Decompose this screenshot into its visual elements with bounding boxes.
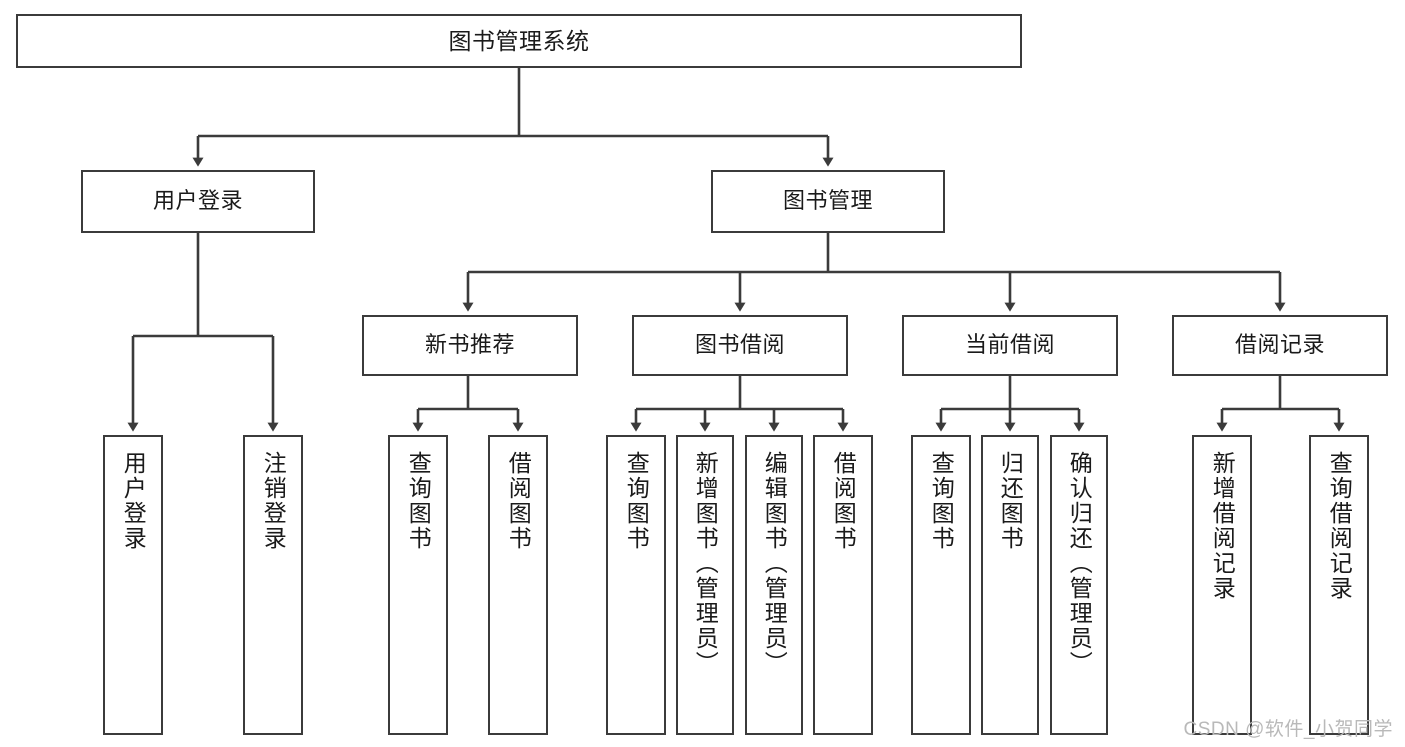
leaf-user-login-login[interactable]: 用户登录 <box>103 435 163 735</box>
node-label: 确认归还（管理员） <box>1066 451 1093 676</box>
node-label: 图书借阅 <box>694 332 785 358</box>
node-current-borrow[interactable]: 当前借阅 <box>902 315 1118 376</box>
node-label: 编辑图书（管理员） <box>761 451 788 676</box>
node-label: 当前借阅 <box>964 332 1055 358</box>
leaf-current-borrow-confirm[interactable]: 确认归还（管理员） <box>1050 435 1108 735</box>
leaf-book-borrow-query[interactable]: 查询图书 <box>606 435 666 735</box>
node-root-system[interactable]: 图书管理系统 <box>16 14 1022 68</box>
node-user-login[interactable]: 用户登录 <box>81 170 315 233</box>
leaf-book-borrow-borrow[interactable]: 借阅图书 <box>813 435 873 735</box>
leaf-borrow-record-query[interactable]: 查询借阅记录 <box>1309 435 1369 735</box>
node-book-borrow[interactable]: 图书借阅 <box>632 315 848 376</box>
node-label: 用户登录 <box>120 451 147 551</box>
leaf-current-borrow-query[interactable]: 查询图书 <box>911 435 971 735</box>
leaf-current-borrow-return[interactable]: 归还图书 <box>981 435 1039 735</box>
node-label: 新增图书（管理员） <box>692 451 719 676</box>
node-label: 注销登录 <box>260 451 287 551</box>
leaf-borrow-record-add[interactable]: 新增借阅记录 <box>1192 435 1252 735</box>
leaf-book-borrow-add[interactable]: 新增图书（管理员） <box>676 435 734 735</box>
node-label: 借阅记录 <box>1234 332 1325 358</box>
node-label: 查询借阅记录 <box>1326 451 1353 601</box>
node-label: 查询图书 <box>623 451 650 551</box>
node-book-management[interactable]: 图书管理 <box>711 170 945 233</box>
node-label: 查询图书 <box>928 451 955 551</box>
leaf-new-book-borrow[interactable]: 借阅图书 <box>488 435 548 735</box>
node-label: 借阅图书 <box>830 451 857 551</box>
node-label: 用户登录 <box>152 188 243 214</box>
leaf-new-book-query[interactable]: 查询图书 <box>388 435 448 735</box>
node-label: 图书管理系统 <box>448 27 590 54</box>
node-label: 新书推荐 <box>424 332 515 358</box>
node-label: 图书管理 <box>782 188 873 214</box>
watermark: CSDN @软件_小贺同学 <box>1183 719 1393 740</box>
leaf-book-borrow-edit[interactable]: 编辑图书（管理员） <box>745 435 803 735</box>
node-borrow-record[interactable]: 借阅记录 <box>1172 315 1388 376</box>
node-label: 查询图书 <box>405 451 432 551</box>
node-label: 借阅图书 <box>505 451 532 551</box>
node-label: 归还图书 <box>997 451 1024 551</box>
node-new-book-recommend[interactable]: 新书推荐 <box>362 315 578 376</box>
leaf-user-login-logout[interactable]: 注销登录 <box>243 435 303 735</box>
node-label: 新增借阅记录 <box>1209 451 1236 601</box>
